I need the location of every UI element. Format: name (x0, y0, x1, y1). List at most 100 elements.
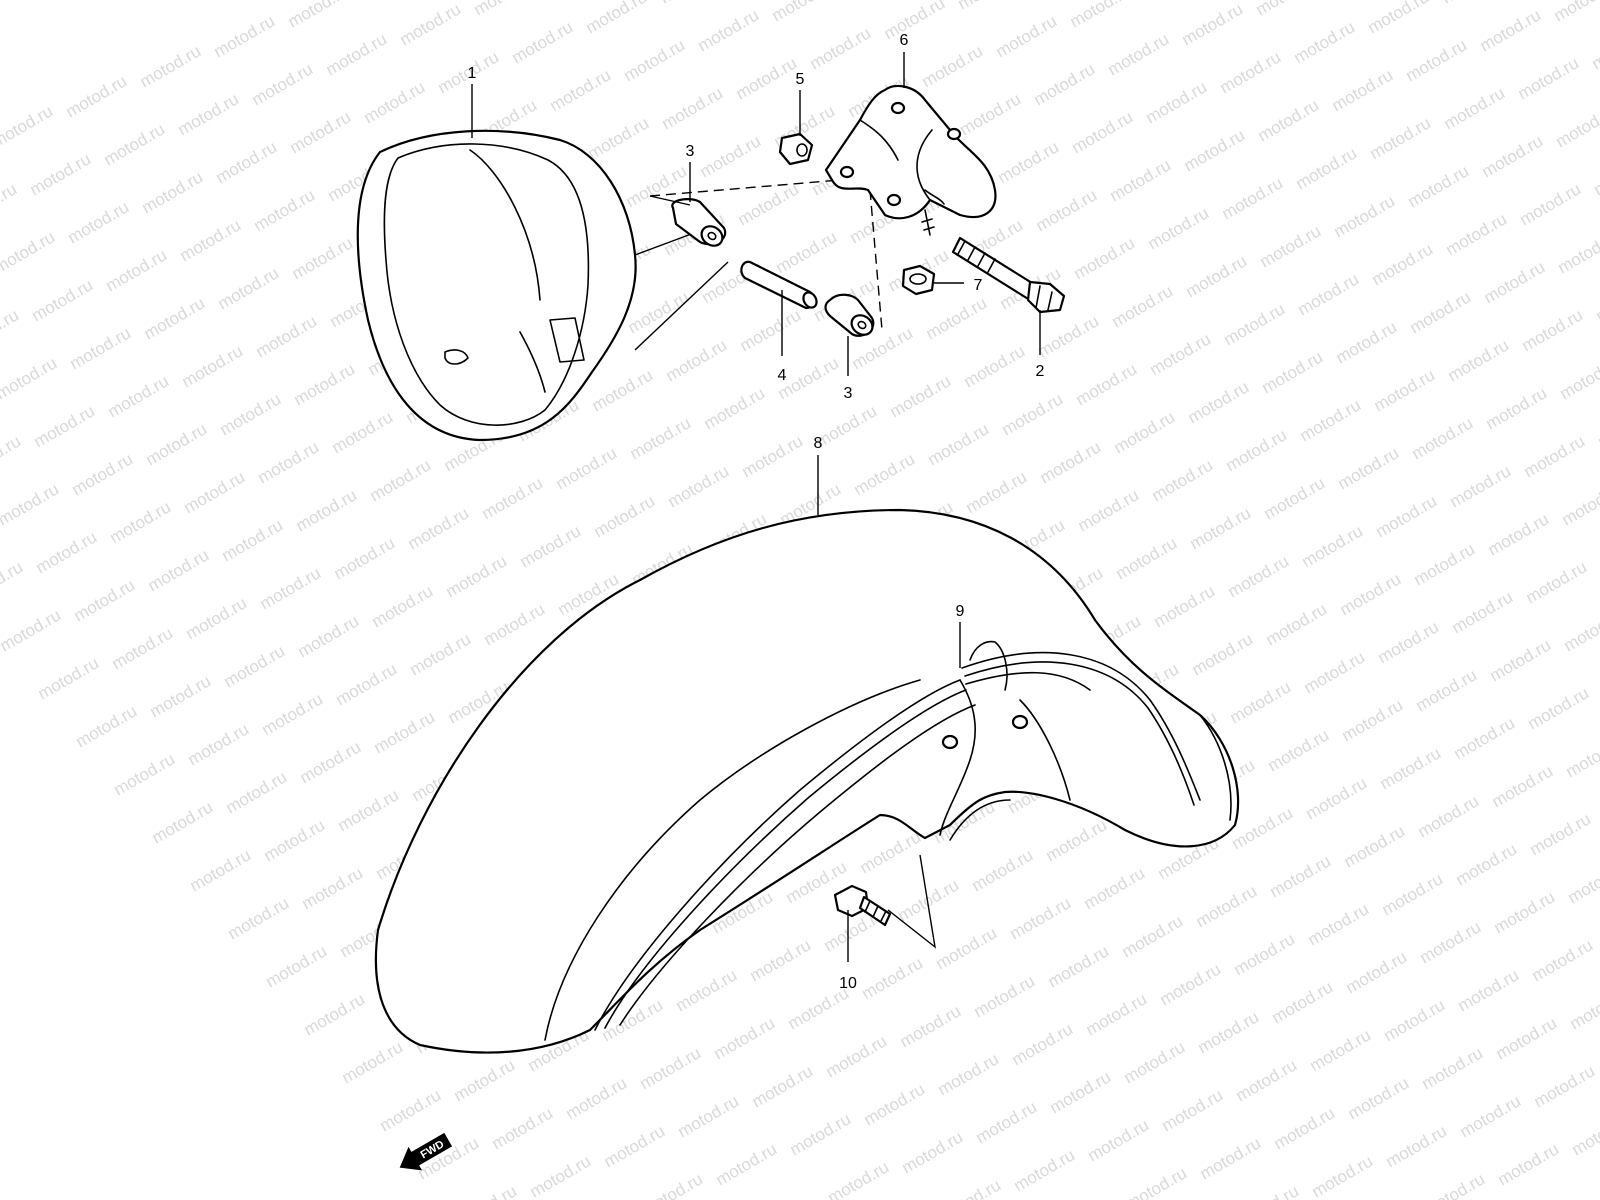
watermark-text: motod.ru (1307, 1025, 1375, 1075)
watermark-text: motod.ru (697, 131, 765, 181)
watermark-text: motod.ru (1515, 53, 1583, 103)
watermark-text: motod.ru (1445, 335, 1513, 385)
callout-6: 6 (900, 32, 909, 49)
callout-7: 7 (974, 277, 983, 294)
watermark-text: motod.ru (27, 149, 95, 199)
watermark-text: motod.ru (1147, 329, 1215, 379)
watermark-text: motod.ru (1383, 1121, 1451, 1171)
callout-3-upper: 3 (686, 143, 695, 160)
watermark-text: motod.ru (1083, 989, 1151, 1039)
watermark-text: motod.ru (1111, 407, 1179, 457)
watermark-text: motod.ru (1419, 1043, 1487, 1093)
watermark-text: motod.ru (177, 215, 245, 265)
watermark-text: motod.ru (583, 0, 651, 37)
watermark-text: motod.ru (1597, 527, 1600, 577)
watermark-text: motod.ru (1259, 347, 1327, 397)
watermark-text: motod.ru (293, 485, 361, 535)
watermark-text: motod.ru (1293, 143, 1361, 193)
watermark-text: motod.ru (1411, 539, 1479, 589)
watermark-text: motod.ru (663, 335, 731, 385)
watermark-text: motod.ru (881, 0, 949, 43)
watermark-text: motod.ru (627, 413, 695, 463)
watermark-text: motod.ru (859, 953, 927, 1003)
watermark-text: motod.ru (1451, 713, 1519, 763)
watermark-text: motod.ru (1109, 281, 1177, 331)
watermark-text: motod.ru (749, 1061, 817, 1111)
watermark-text: motod.ru (1343, 947, 1411, 997)
watermark-text: motod.ru (259, 689, 327, 739)
watermark-text: motod.ru (331, 533, 399, 583)
watermark-text: motod.ru (585, 113, 653, 163)
watermark-text: motod.ru (65, 197, 133, 247)
watermark-text: motod.ru (405, 503, 473, 553)
bracket[interactable] (824, 84, 997, 236)
watermark-text: motod.ru (471, 0, 539, 19)
watermark-text: motod.ru (1269, 977, 1337, 1027)
watermark-text: motod.ru (339, 1037, 407, 1087)
watermark-text: motod.ru (1081, 863, 1149, 913)
watermark-text: motod.ru (103, 245, 171, 295)
watermark-text: motod.ru (1225, 551, 1293, 601)
watermark-text: motod.ru (925, 419, 993, 469)
watermark-text: motod.ru (665, 461, 733, 511)
watermark-text: motod.ru (813, 401, 881, 451)
watermark-text: motod.ru (175, 89, 243, 139)
watermark-text: motod.ru (993, 11, 1061, 61)
watermark-text: motod.ru (479, 473, 547, 523)
bolt-lower[interactable] (833, 884, 892, 927)
watermark-text: motod.ru (961, 341, 1029, 391)
nut-lower[interactable] (901, 264, 936, 296)
watermark-text: motod.ru (625, 287, 693, 337)
headlight-housing[interactable] (356, 129, 729, 442)
watermark-text: motod.ru (1143, 77, 1211, 127)
watermark-text: motod.ru (825, 1157, 893, 1200)
cushion-lower[interactable] (824, 293, 877, 339)
fender-brace[interactable] (939, 640, 1232, 841)
watermark-text: motod.ru (509, 17, 577, 67)
front-fender[interactable] (374, 508, 1240, 1054)
watermark-text: motod.ru (1379, 869, 1447, 919)
watermark-text: motod.ru (1073, 359, 1141, 409)
watermark-text: motod.ru (1481, 257, 1549, 307)
watermark-text: motod.ru (591, 491, 659, 541)
watermark-text: motod.ru (1233, 1055, 1301, 1105)
watermark-text: motod.ru (1525, 683, 1593, 733)
watermark-text: motod.ru (1309, 1151, 1377, 1200)
watermark-text: motod.ru (219, 515, 287, 565)
watermark-text: motod.ru (1299, 521, 1367, 571)
nut-upper[interactable] (778, 132, 814, 166)
watermark-text: motod.ru (1455, 965, 1523, 1015)
watermark-text: motod.ru (1489, 761, 1557, 811)
watermark-text: motod.ru (1495, 1139, 1563, 1189)
watermark-text: motod.ru (1035, 311, 1103, 361)
watermark-text: motod.ru (1477, 5, 1545, 55)
watermark-text: motod.ru (187, 845, 255, 895)
watermark-text: motod.ru (1373, 491, 1441, 541)
watermark-text: motod.ru (695, 5, 763, 55)
watermark-text: motod.ru (547, 65, 615, 115)
watermark-text: motod.ru (1339, 695, 1407, 745)
watermark-text: motod.ru (31, 401, 99, 451)
watermark-text: motod.ru (823, 1031, 891, 1081)
watermark-text: motod.ru (181, 467, 249, 517)
bolt-upper[interactable] (951, 236, 1066, 314)
watermark-text: motod.ru (957, 89, 1025, 139)
watermark-text: motod.ru (1267, 851, 1335, 901)
watermark-text: motod.ru (0, 179, 20, 229)
watermark-text: motod.ru (217, 389, 285, 439)
watermark-text: motod.ru (1407, 287, 1475, 337)
watermark-text: motod.ru (1485, 509, 1553, 559)
watermark-text: motod.ru (335, 785, 403, 835)
watermark-text: motod.ru (33, 527, 101, 577)
cushion-upper[interactable] (671, 198, 727, 250)
watermark-text: motod.ru (0, 227, 58, 277)
watermark-text: motod.ru (323, 29, 391, 79)
collar[interactable] (740, 260, 819, 310)
watermark-text: motod.ru (295, 611, 363, 661)
watermark-text: motod.ru (621, 35, 689, 85)
watermark-text: motod.ru (73, 701, 141, 751)
watermark-text: motod.ru (1037, 437, 1105, 487)
watermark-text: motod.ru (589, 365, 657, 415)
watermark-text: motod.ru (253, 311, 321, 361)
